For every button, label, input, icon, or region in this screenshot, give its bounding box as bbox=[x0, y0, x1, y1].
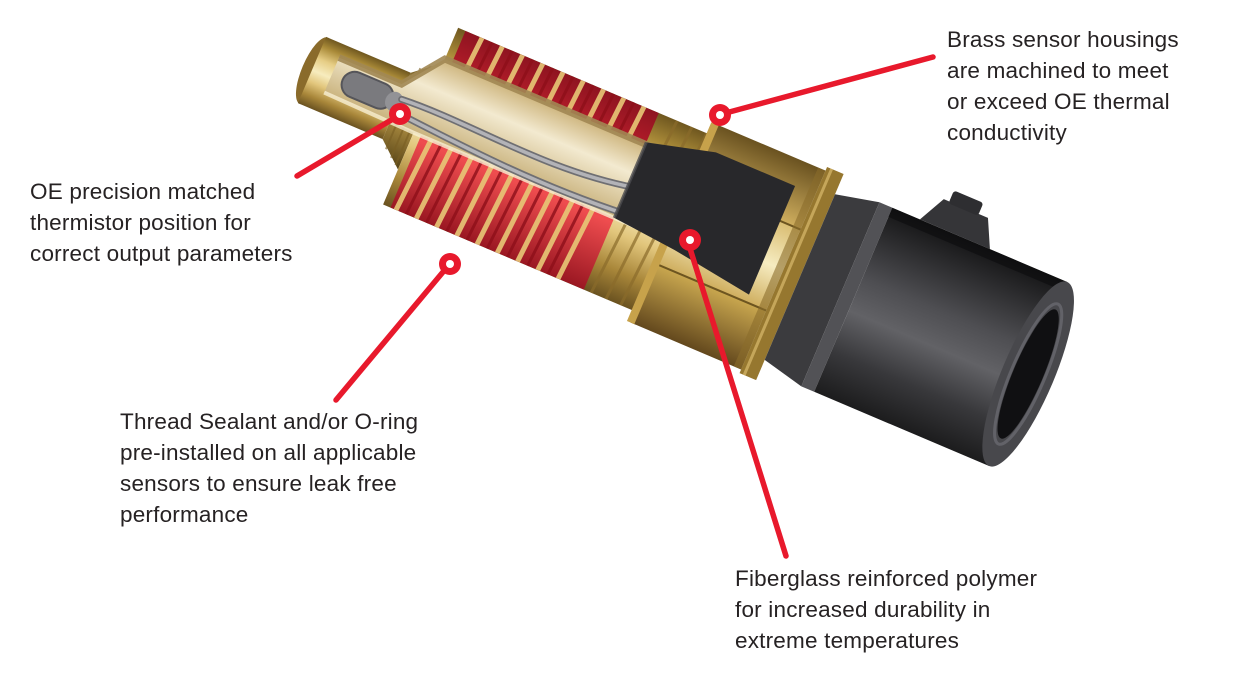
annotation-thermistor-position: OE precision matched thermistor position… bbox=[30, 179, 293, 266]
annotation-brass-housing: Brass sensor housings are machined to me… bbox=[947, 27, 1179, 145]
thermistor-element bbox=[340, 70, 640, 218]
connector-socket-opening bbox=[997, 309, 1059, 439]
polymer-connector bbox=[764, 191, 1074, 467]
annotation-fiberglass-polymer: Fiberglass reinforced polymer for increa… bbox=[735, 566, 1038, 653]
annotation-thread-sealant: Thread Sealant and/or O-ring pre-install… bbox=[120, 409, 419, 527]
